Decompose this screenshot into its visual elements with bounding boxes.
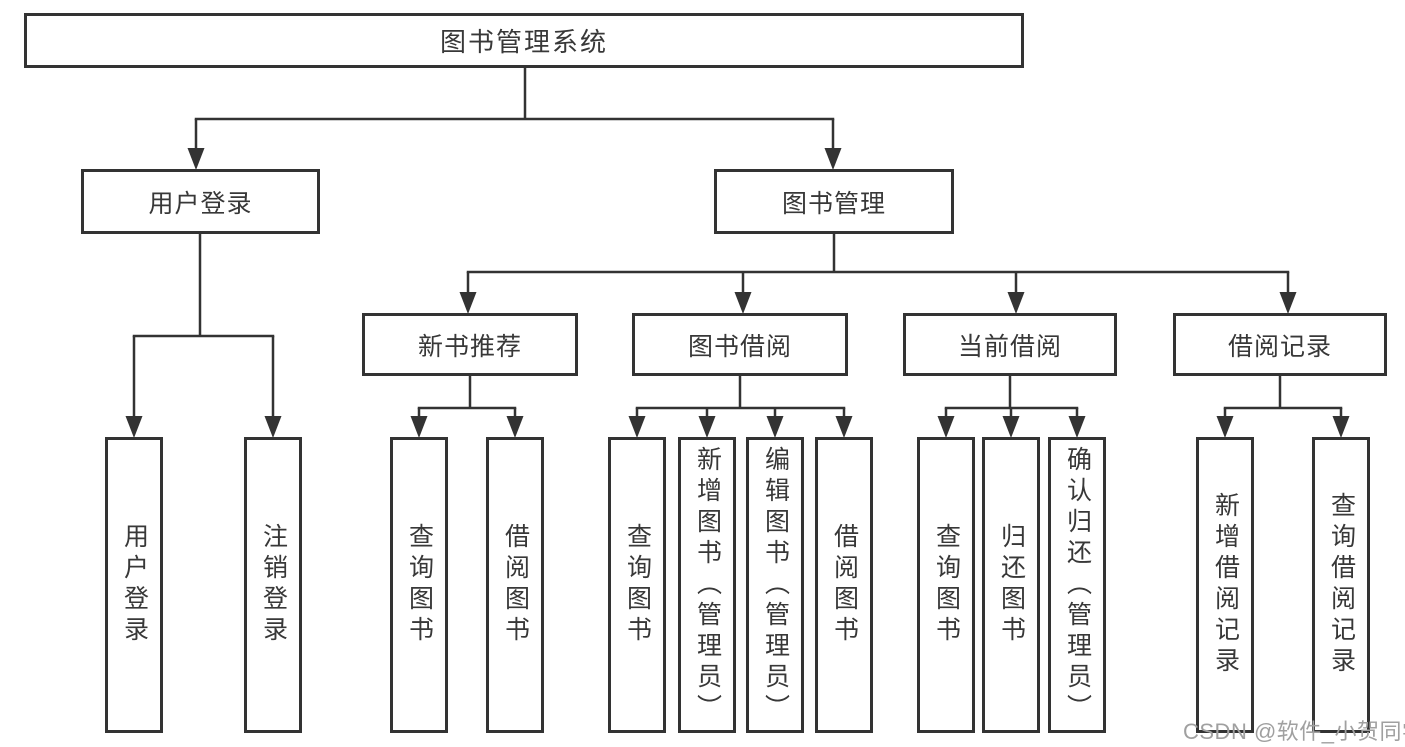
node-current-borrow: 当前借阅 [903,313,1117,376]
connector-root-to-level2 [187,67,842,170]
node-user-login: 用户登录 [81,169,320,234]
leaf-edit-books-admin-label: 编辑图书（管理员） [761,445,790,725]
connector-book-management-to-level3 [459,232,1297,314]
csdn-watermark: CSDN @软件_小贺同学 [1183,719,1405,744]
leaf-borrow-books-recommend-label: 借阅图书 [501,523,530,647]
leaf-user-login: 用户登录 [105,437,163,733]
leaf-logout-label: 注销登录 [259,523,288,647]
leaf-query-borrow-record-label: 查询借阅记录 [1327,492,1356,678]
node-new-book-recommend: 新书推荐 [362,313,578,376]
leaf-confirm-return-admin-label: 确认归还（管理员） [1063,445,1092,725]
connector-book-borrow-to-leaves [628,375,853,438]
leaf-return-books-label: 归还图书 [997,523,1026,647]
node-root-system: 图书管理系统 [24,13,1024,68]
leaf-query-books-borrow: 查询图书 [608,437,666,733]
node-book-management: 图书管理 [714,169,954,234]
leaf-borrow-books: 借阅图书 [815,437,873,733]
node-book-borrow: 图书借阅 [632,313,848,376]
leaf-return-books: 归还图书 [982,437,1040,733]
leaf-add-borrow-record: 新增借阅记录 [1196,437,1254,733]
leaf-query-books-borrow-label: 查询图书 [623,523,652,647]
connector-borrow-records-to-leaves [1216,375,1350,438]
node-borrow-records: 借阅记录 [1173,313,1387,376]
leaf-add-books-admin: 新增图书（管理员） [678,437,736,733]
leaf-confirm-return-admin: 确认归还（管理员） [1048,437,1106,733]
leaf-add-borrow-record-label: 新增借阅记录 [1211,492,1240,678]
connector-user-login-to-leaves [125,232,282,438]
leaf-user-login-label: 用户登录 [120,523,149,647]
leaf-query-books-current-label: 查询图书 [932,523,961,647]
leaf-query-books-recommend: 查询图书 [390,437,448,733]
leaf-query-books-recommend-label: 查询图书 [405,523,434,647]
leaf-query-borrow-record: 查询借阅记录 [1312,437,1370,733]
connector-current-borrow-to-leaves [937,375,1086,438]
leaf-borrow-books-recommend: 借阅图书 [486,437,544,733]
connector-new-book-recommend-to-leaves [410,375,524,438]
leaf-query-books-current: 查询图书 [917,437,975,733]
leaf-borrow-books-label: 借阅图书 [830,523,859,647]
leaf-edit-books-admin: 编辑图书（管理员） [746,437,804,733]
leaf-logout: 注销登录 [244,437,302,733]
leaf-add-books-admin-label: 新增图书（管理员） [693,445,722,725]
